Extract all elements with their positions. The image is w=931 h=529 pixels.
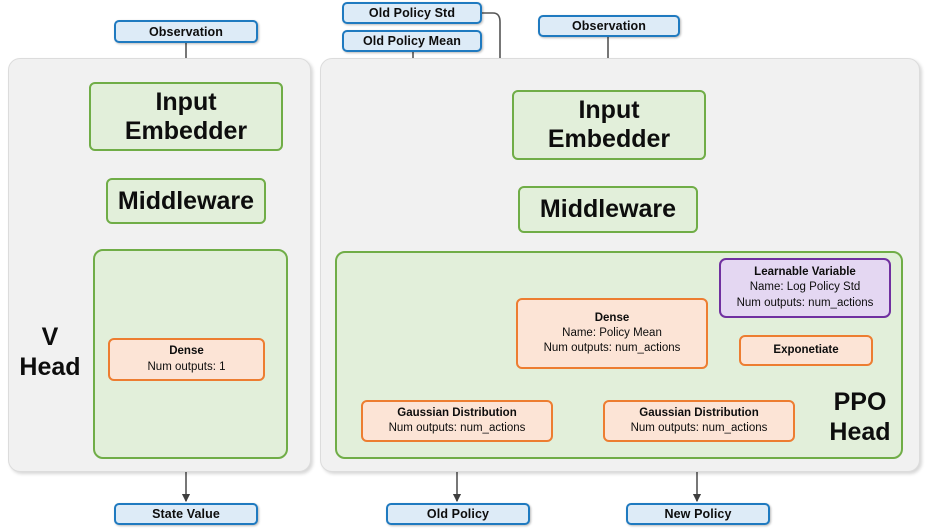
input-embedder-right[interactable]: Input Embedder bbox=[512, 90, 706, 160]
learnable-variable-log-policy-std[interactable]: Learnable Variable Name: Log Policy Std … bbox=[719, 258, 891, 318]
output-old-policy[interactable]: Old Policy bbox=[386, 503, 530, 525]
arrow-old-policy-std-to-gaussian-old bbox=[481, 12, 505, 400]
learnable-variable-num-outputs: Num outputs: num_actions bbox=[736, 296, 874, 309]
input-old-policy-mean-label: Old Policy Mean bbox=[362, 34, 462, 48]
dense-v-head-title: Dense bbox=[169, 345, 204, 358]
ppo-head-label: PPO Head bbox=[815, 388, 905, 447]
ppo-head-label-line2: Head bbox=[829, 417, 891, 446]
output-new-policy[interactable]: New Policy bbox=[626, 503, 770, 525]
input-observation-left-label: Observation bbox=[148, 24, 224, 39]
gaussian-new-num-outputs: Num outputs: num_actions bbox=[630, 422, 768, 434]
middleware-left-label: Middleware bbox=[117, 186, 255, 215]
dense-v-head-num-outputs: Num outputs: 1 bbox=[147, 360, 226, 373]
output-old-policy-label: Old Policy bbox=[426, 507, 490, 521]
input-old-policy-std-label: Old Policy Std bbox=[368, 6, 456, 20]
dense-policy-mean-name: Name: Policy Mean bbox=[562, 326, 662, 339]
dense-policy-mean-num-outputs: Num outputs: num_actions bbox=[543, 342, 681, 355]
middleware-right[interactable]: Middleware bbox=[518, 186, 698, 233]
exponetiate[interactable]: Exponetiate bbox=[739, 335, 873, 366]
output-new-policy-label: New Policy bbox=[664, 507, 732, 521]
ppo-head-label-line1: PPO bbox=[833, 388, 887, 416]
input-old-policy-mean[interactable]: Old Policy Mean bbox=[342, 30, 482, 52]
input-embedder-right-label: Input Embedder bbox=[547, 96, 671, 153]
gaussian-distribution-old-policy[interactable]: Gaussian Distribution Num outputs: num_a… bbox=[361, 400, 553, 442]
v-head-label-line2: Head bbox=[19, 352, 81, 381]
exponetiate-label: Exponetiate bbox=[773, 343, 839, 356]
output-state-value-label: State Value bbox=[152, 507, 220, 521]
input-old-policy-std[interactable]: Old Policy Std bbox=[342, 2, 482, 24]
gaussian-distribution-new-policy[interactable]: Gaussian Distribution Num outputs: num_a… bbox=[603, 400, 795, 442]
input-observation-right[interactable]: Observation bbox=[538, 15, 680, 37]
learnable-variable-name: Name: Log Policy Std bbox=[749, 281, 861, 294]
dense-policy-mean-title: Dense bbox=[594, 311, 630, 324]
output-state-value[interactable]: State Value bbox=[114, 503, 258, 525]
input-observation-right-label: Observation bbox=[571, 19, 647, 33]
middleware-left[interactable]: Middleware bbox=[106, 178, 266, 224]
dense-policy-mean[interactable]: Dense Name: Policy Mean Num outputs: num… bbox=[516, 298, 708, 369]
v-head-label: V Head bbox=[14, 323, 86, 382]
gaussian-old-title: Gaussian Distribution bbox=[397, 406, 517, 419]
middleware-right-label: Middleware bbox=[539, 195, 677, 223]
gaussian-new-title: Gaussian Distribution bbox=[639, 406, 759, 419]
input-observation-left[interactable]: Observation bbox=[114, 20, 258, 43]
input-embedder-left[interactable]: Input Embedder bbox=[89, 82, 283, 151]
dense-v-head[interactable]: Dense Num outputs: 1 bbox=[108, 338, 265, 381]
learnable-variable-title: Learnable Variable bbox=[754, 265, 856, 278]
input-embedder-left-label: Input Embedder bbox=[124, 87, 248, 145]
v-head-label-line1: V bbox=[41, 323, 59, 351]
gaussian-old-num-outputs: Num outputs: num_actions bbox=[388, 422, 526, 434]
